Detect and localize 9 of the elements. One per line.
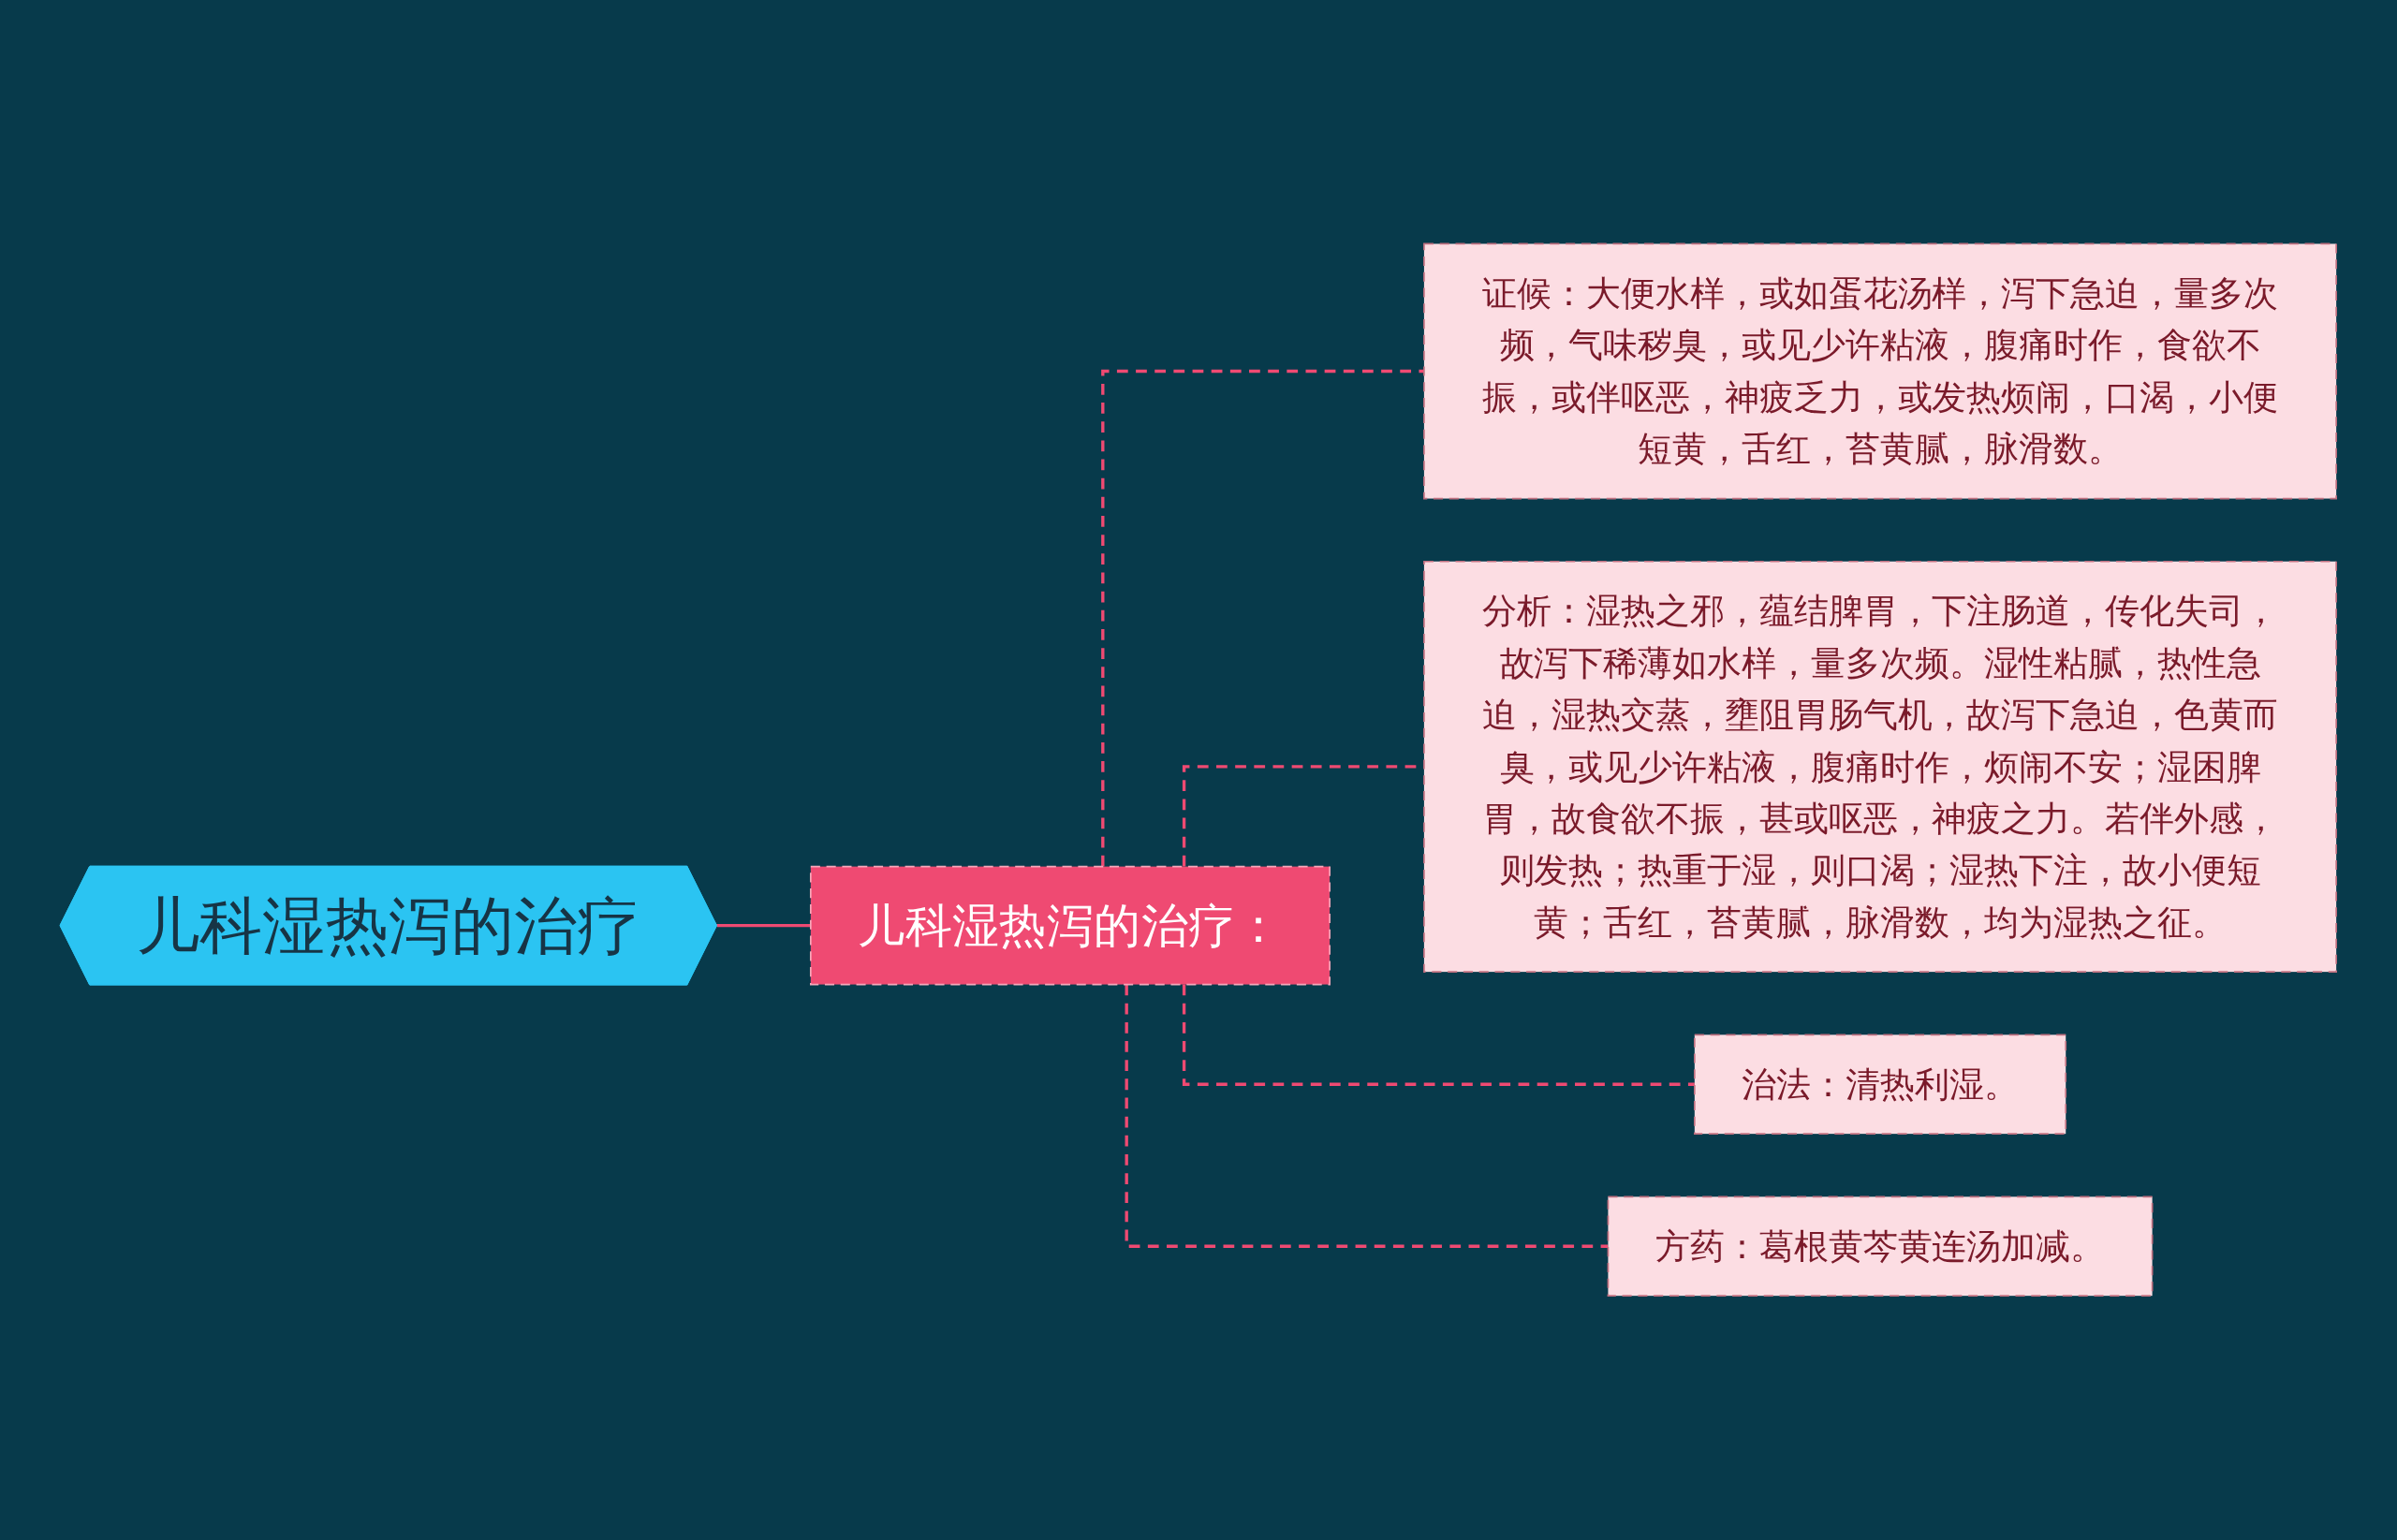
node-box: 分析：湿热之邪，蕴结脾胃，下注肠道，传化失司，故泻下稀薄如水样，量多次频。湿性粘腻，热性急迫，湿热交蒸，壅阻胃肠气机，故泻下急迫，色黄而臭，或见少许粘液，腹痛时作，烦闹不安；湿困脾胃，故食欲不振，甚或呕恶，神疲之力。若伴外感，则发热；热重于湿，则口渴；湿热下注，故小便短黄；舌红，苔黄腻，脉滑数，均为湿热之征。 bbox=[1423, 561, 2338, 974]
node-box: 方药：葛根黄芩黄连汤加减。 bbox=[1607, 1195, 2154, 1298]
connector bbox=[1183, 984, 1695, 1087]
node-box: 治法：清热利湿。 bbox=[1694, 1034, 2067, 1136]
connector bbox=[1125, 984, 1609, 1249]
connector bbox=[1101, 370, 1425, 867]
node-box: 证候：大便水样，或如蛋花汤样，泻下急迫，量多次频，气味秽臭，或见少许粘液，腹痛时作，食欲不振，或伴呕恶，神疲乏力，或发热烦闹，口渴，小便短黄，舌红，苔黄腻，脉滑数。 bbox=[1423, 242, 2338, 500]
connector bbox=[715, 924, 811, 929]
node-box: 儿科湿热泻的治疗： bbox=[810, 865, 1331, 986]
